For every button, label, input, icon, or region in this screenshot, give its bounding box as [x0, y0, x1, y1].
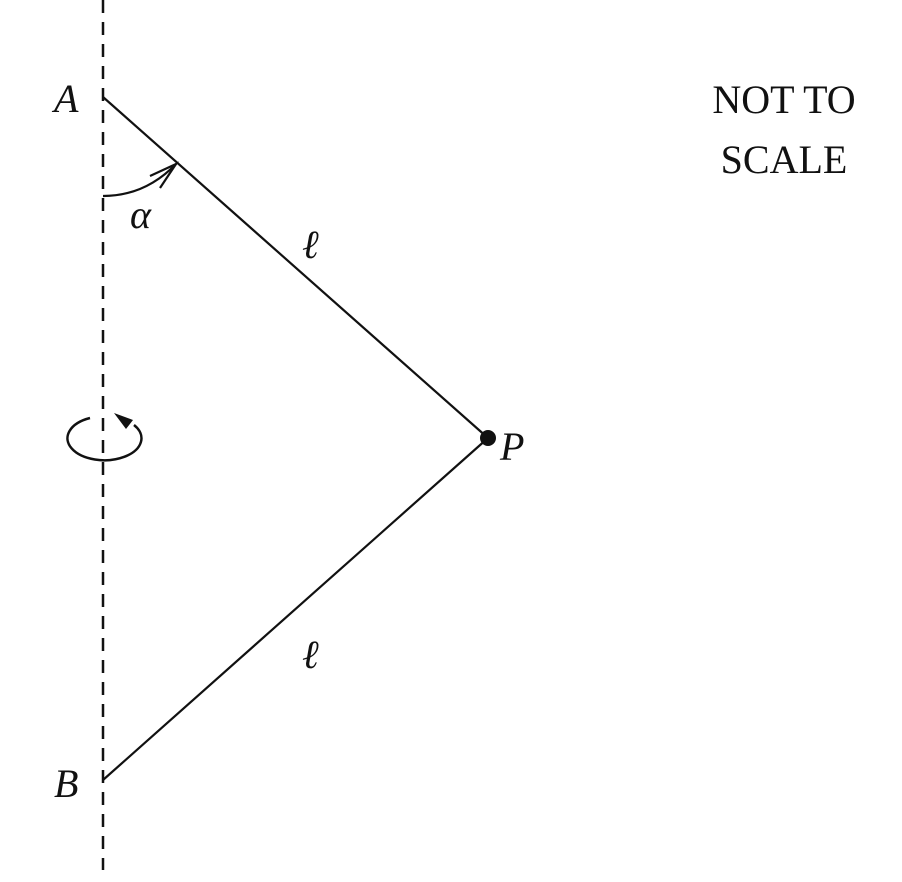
label-upper-length: ℓ — [302, 222, 319, 267]
label-b: B — [54, 761, 78, 806]
label-lower-length: ℓ — [302, 632, 319, 677]
angle-arc-icon — [102, 161, 180, 198]
label-p: P — [499, 424, 524, 469]
mass-point-dot — [480, 430, 496, 446]
rotation-arrowhead — [114, 413, 133, 429]
not-to-scale-line1: NOT TO — [712, 77, 855, 122]
not-to-scale-line2: SCALE — [721, 137, 848, 182]
lower-rod — [102, 437, 489, 781]
label-a: A — [51, 76, 79, 121]
rotation-arrow-icon — [66, 416, 143, 462]
label-alpha: α — [130, 192, 152, 237]
upper-rod — [102, 96, 489, 439]
